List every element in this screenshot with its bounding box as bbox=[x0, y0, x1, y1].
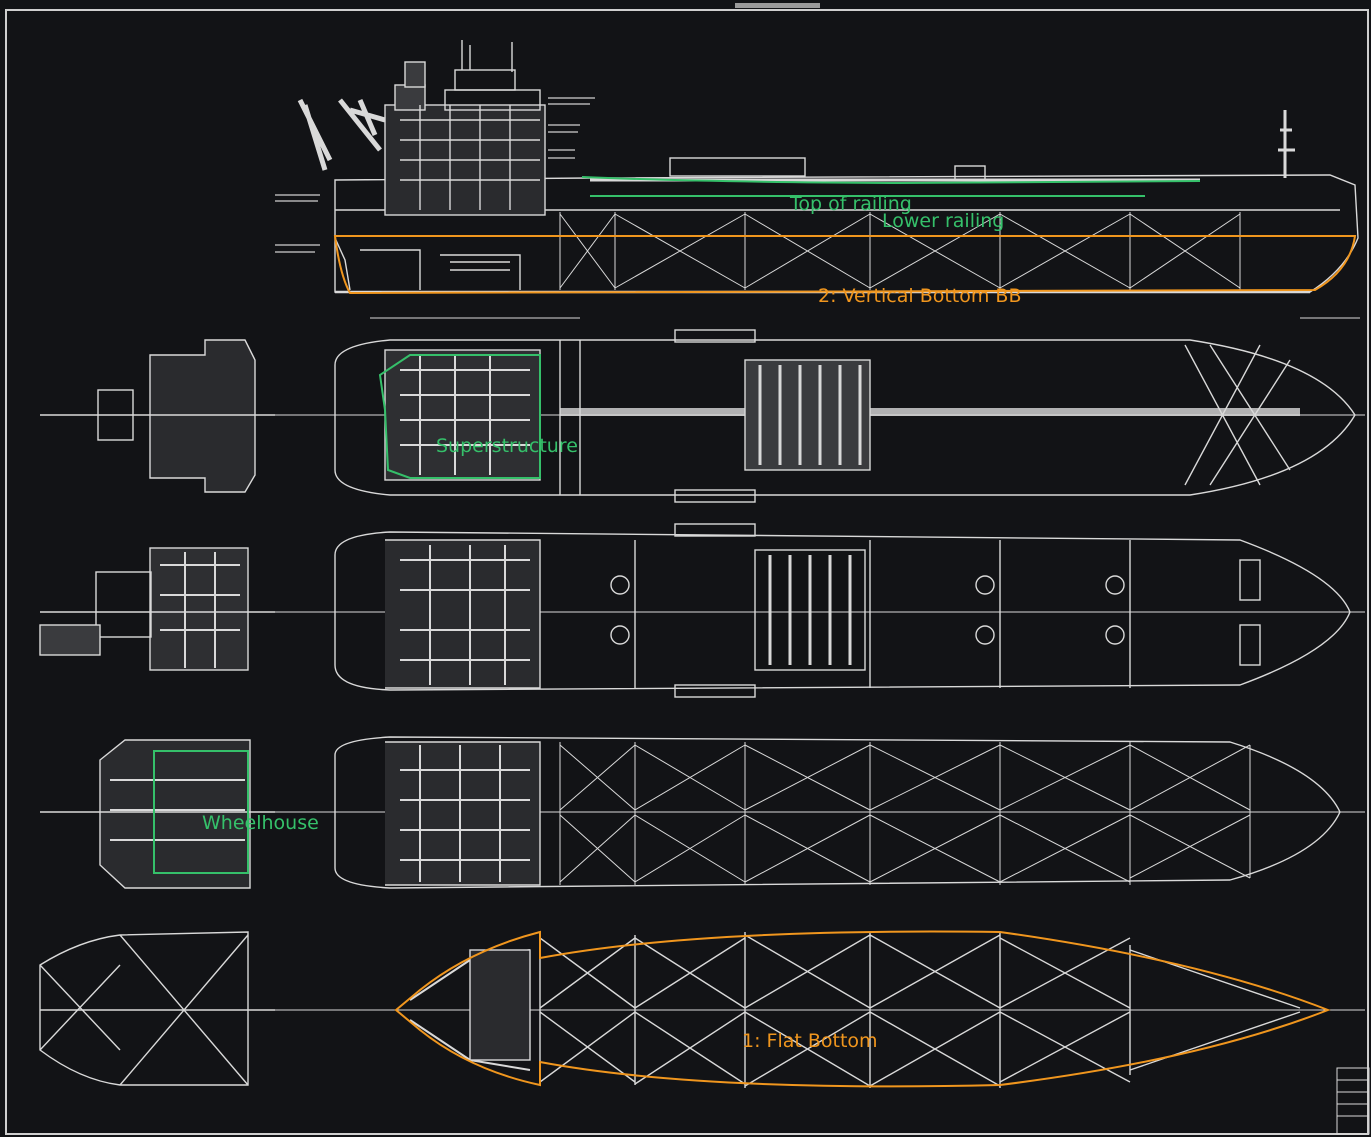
wheelhouse-outline bbox=[153, 750, 249, 874]
title-block bbox=[1336, 1067, 1370, 1135]
upper-deck-aft-house bbox=[40, 339, 275, 493]
profile-view bbox=[275, 40, 1360, 319]
flat-bottom-label: 1: Flat Bottom bbox=[742, 1030, 878, 1052]
drawing-title-strip bbox=[735, 3, 820, 8]
main-deck-aft-house bbox=[39, 547, 275, 671]
flat-bottom-outline bbox=[394, 930, 1331, 1088]
drawing-frame bbox=[5, 9, 1369, 1135]
profile-annotations bbox=[333, 176, 1357, 295]
upper-deck-plan bbox=[40, 329, 1365, 503]
tank-top-plan bbox=[40, 736, 1365, 889]
vertical-bottom-bb-outline bbox=[333, 235, 1357, 295]
superstructure-outline bbox=[378, 354, 541, 479]
superstructure-label: Superstructure bbox=[436, 435, 578, 457]
main-deck-plan bbox=[40, 523, 1365, 698]
profile-superstructure bbox=[384, 40, 546, 216]
top-of-railing-curve bbox=[581, 176, 1201, 185]
lower-railing-label: Lower railing bbox=[882, 210, 1004, 232]
profile-cargo-tanks bbox=[559, 212, 1241, 290]
tank-top-compartments bbox=[559, 742, 1251, 885]
bottom-aft-house bbox=[39, 931, 275, 1086]
tank-top-aft-house bbox=[40, 739, 275, 889]
wheelhouse-label: Wheelhouse bbox=[202, 812, 319, 834]
vertical-bottom-bb-label: 2: Vertical Bottom BB bbox=[818, 285, 1022, 307]
top-of-railing-label: Top of railing bbox=[789, 193, 912, 215]
